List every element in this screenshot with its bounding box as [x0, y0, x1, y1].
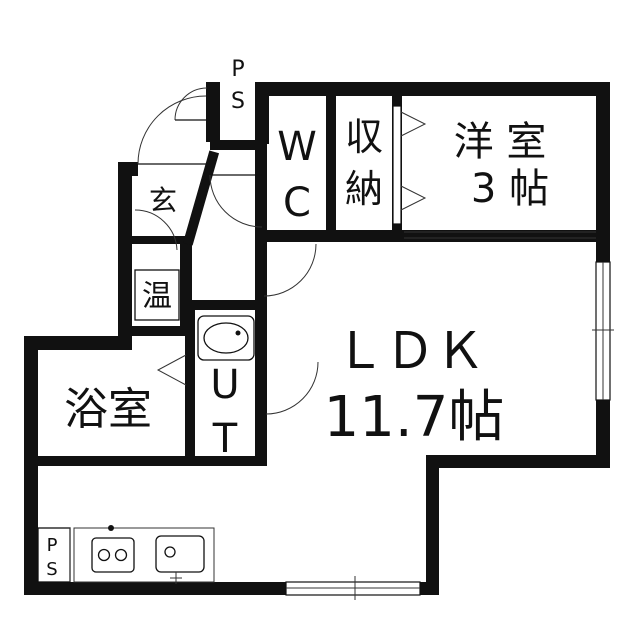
- interior-walls: [38, 96, 610, 466]
- toilet-label-1: W: [277, 124, 317, 170]
- western-room-label: 洋 室: [454, 119, 547, 165]
- pipe-space-bottom-label-1: P: [47, 535, 58, 556]
- ldk-size: 11.7帖: [324, 385, 505, 450]
- exterior-walls: [24, 82, 610, 595]
- windows: [285, 231, 614, 600]
- stove-icon: [91, 537, 135, 573]
- bath-label: 浴室: [64, 384, 152, 435]
- sink-icon: [155, 535, 205, 573]
- water-heater-box: [134, 269, 180, 321]
- doors: [134, 87, 427, 415]
- utility-label-2: T: [212, 416, 238, 462]
- ldk-label: ＬＤＫ: [335, 322, 485, 380]
- fixtures: [37, 269, 255, 584]
- storage-label-2: 納: [345, 167, 383, 211]
- pipe-space-top-label-1: P: [231, 57, 244, 82]
- storage-label-1: 収: [345, 115, 383, 159]
- toilet-label-2: C: [283, 180, 311, 226]
- wash-basin: [197, 315, 255, 361]
- pipe-space-bottom-label-2: S: [46, 559, 57, 580]
- utility-label-1: U: [210, 362, 239, 408]
- pipe-space-top-label-2: S: [231, 89, 245, 114]
- western-room-size: 3 帖: [471, 166, 549, 212]
- water-heater-label: 温: [142, 279, 172, 314]
- room-labels: 洋 室 3 帖 収 納 W C ＬＤＫ 11.7帖 浴室 U T 玄 温 P S…: [46, 57, 549, 580]
- entrance-label: 玄: [149, 184, 177, 217]
- kitchen-counter: [73, 527, 215, 583]
